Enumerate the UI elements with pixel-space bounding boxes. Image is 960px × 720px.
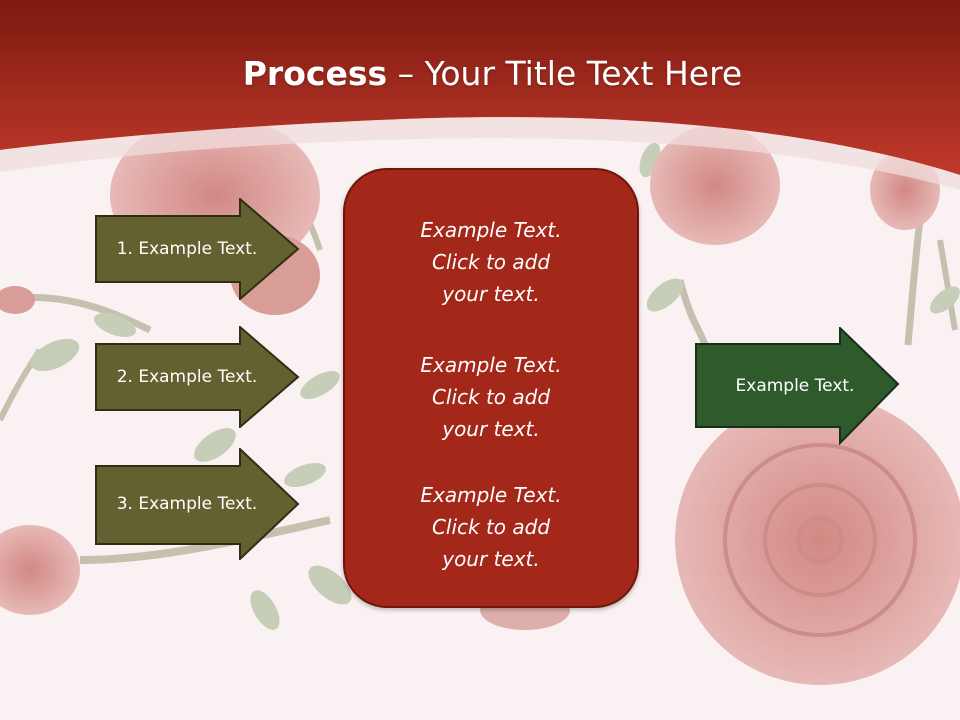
header-band bbox=[0, 0, 960, 175]
center-block-1-line-1: Example Text. bbox=[420, 218, 562, 242]
input-arrow-1-shape bbox=[95, 198, 300, 300]
input-arrow-1[interactable]: 1. Example Text. bbox=[95, 198, 300, 300]
center-block-1-line-2: Click to add bbox=[431, 250, 551, 274]
input-arrow-2-shape bbox=[95, 326, 300, 428]
center-block-1-line-3: your text. bbox=[442, 282, 540, 306]
center-text-block-1: Example Text. Click to add your text. bbox=[345, 214, 637, 310]
input-arrow-3-label: 3. Example Text. bbox=[116, 494, 258, 514]
input-arrow-2-label: 2. Example Text. bbox=[116, 367, 258, 387]
center-block-3-line-1: Example Text. bbox=[420, 483, 562, 507]
input-arrow-3[interactable]: 3. Example Text. bbox=[95, 448, 300, 560]
slide-title: Process – Your Title Text Here bbox=[0, 50, 960, 98]
center-block-2-line-2: Click to add bbox=[431, 385, 551, 409]
center-block-3-line-3: your text. bbox=[442, 547, 540, 571]
input-arrow-3-shape bbox=[95, 448, 300, 560]
output-arrow[interactable]: Example Text. bbox=[695, 327, 900, 445]
center-block-2-line-3: your text. bbox=[442, 417, 540, 441]
center-text-block-3: Example Text. Click to add your text. bbox=[345, 479, 637, 575]
title-rest-text: – Your Title Text Here bbox=[387, 54, 743, 93]
output-arrow-shape bbox=[695, 327, 900, 445]
center-text-block-2: Example Text. Click to add your text. bbox=[345, 349, 637, 445]
center-process-box[interactable]: Example Text. Click to add your text. Ex… bbox=[343, 168, 639, 608]
header-swoosh bbox=[0, 117, 960, 190]
input-arrow-2[interactable]: 2. Example Text. bbox=[95, 326, 300, 428]
output-arrow-label: Example Text. bbox=[735, 376, 855, 396]
center-block-2-line-1: Example Text. bbox=[420, 353, 562, 377]
title-bold-text: Process bbox=[242, 54, 388, 93]
center-block-3-line-2: Click to add bbox=[431, 515, 551, 539]
input-arrow-1-label: 1. Example Text. bbox=[116, 239, 258, 259]
